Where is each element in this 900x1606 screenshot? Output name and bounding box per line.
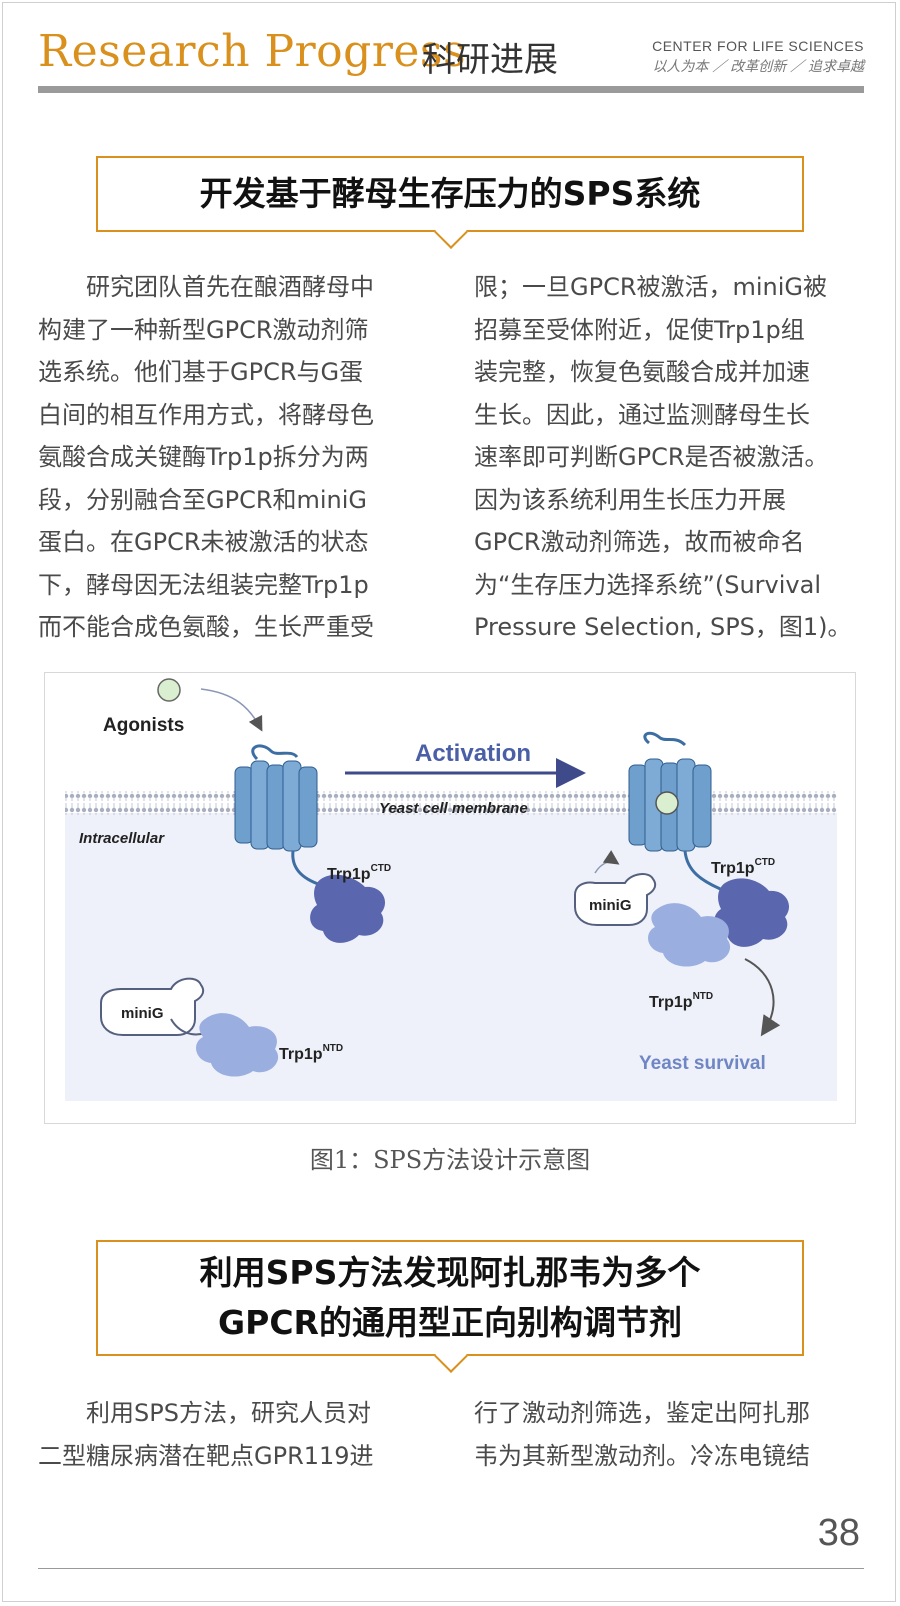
header-rule [38, 86, 864, 93]
page-number: 38 [817, 1512, 860, 1554]
text-line: 装完整，恢复色氨酸合成并加速 [474, 358, 810, 386]
text-line: 行了激动剂筛选，鉴定出阿扎那 [474, 1399, 810, 1427]
trp1p-ntd-label-active: Trp1pNTD [649, 991, 713, 1011]
header-org-block: CENTER FOR LIFE SCIENCES 以人为本 ／ 改革创新 ／ 追… [652, 38, 864, 76]
text-line: 而不能合成色氨酸，生长严重受 [38, 613, 374, 641]
minig-recruit-arrow [594, 850, 620, 874]
text-line: GPCR激动剂筛选，故而被命名 [474, 528, 805, 556]
trp1p-ctd-label-active: Trp1pCTD [711, 857, 775, 877]
text-line: 蛋白。在GPCR未被激活的状态 [38, 528, 369, 556]
ctd-superscript: CTD [371, 863, 392, 874]
intracellular-label: Intracellular [79, 830, 165, 847]
footer-rule [38, 1568, 864, 1569]
receptor-inactive-icon [234, 744, 322, 887]
ntd-superscript-active: NTD [693, 991, 714, 1002]
section1-heading: 开发基于酵母生存压力的SPS系统 [96, 156, 804, 249]
header-title-cn: 科研进展 [422, 40, 558, 80]
membrane-label: Yeast cell membrane [379, 800, 528, 817]
minig-shape [100, 977, 205, 1036]
text-line: 选系统。他们基于GPCR与G蛋 [38, 358, 364, 386]
membrane-upper-leaflet [65, 791, 837, 801]
minig-label-active: miniG [589, 897, 632, 914]
section1-left-column: 研究团队首先在酿酒酵母中 构建了一种新型GPCR激动剂筛 选系统。他们基于GPC… [38, 266, 438, 649]
text-line: 韦为其新型激动剂。冷冻电镜结 [474, 1441, 810, 1470]
text-line: 利用SPS方法，研究人员对 [38, 1399, 371, 1427]
trp1p-ntd-blob-active [648, 903, 731, 967]
trp1p-ntd-name: Trp1p [279, 1046, 323, 1063]
bound-agonist-icon [655, 791, 679, 815]
sps-diagram: Agonists Activation Yeast cell membrane … [65, 678, 837, 1101]
text-line: 因为该系统利用生长压力开展 [474, 485, 786, 514]
text-line: 氨酸合成关键酶Trp1p拆分为两 [38, 443, 369, 471]
trp1p-ctd-label: Trp1pCTD [327, 863, 391, 883]
figure-1: Agonists Activation Yeast cell membrane … [44, 672, 856, 1124]
trp1p-ctd-name: Trp1p [327, 866, 371, 883]
survival-arrow [744, 958, 781, 1037]
trp1p-ctd-blob [310, 874, 386, 943]
header-org: CENTER FOR LIFE SCIENCES [652, 38, 864, 54]
agonist-binding-arrow [200, 688, 263, 732]
figure-caption: 图1：SPS方法设计示意图 [309, 1146, 591, 1174]
agonists-label: Agonists [103, 715, 184, 736]
ntd-superscript: NTD [323, 1043, 344, 1054]
agonist-icon [157, 678, 181, 702]
section2-heading: 利用SPS方法发现阿扎那韦为多个 GPCR的通用型正向别构调节剂 [96, 1240, 804, 1373]
header-title-en: Research Progress [38, 26, 467, 77]
section2-right-column: 行了激动剂筛选，鉴定出阿扎那 韦为其新型激动剂。冷冻电镜结 [474, 1392, 868, 1477]
text-line: 速率即可判断GPCR是否被激活。 [474, 443, 829, 471]
header-motto: 以人为本 ／ 改革创新 ／ 追求卓越 [652, 58, 864, 74]
text-line: 研究团队首先在酿酒酵母中 [38, 273, 374, 301]
text-line: 限；一旦GPCR被激活，miniG被 [474, 273, 828, 301]
yeast-survival-label: Yeast survival [639, 1053, 766, 1074]
text-line: 白间的相互作用方式，将酵母色 [38, 400, 374, 429]
trp1p-ctd-name-active: Trp1p [711, 860, 755, 877]
trp1p-ntd-label: Trp1pNTD [279, 1043, 343, 1063]
text-line: 生长。因此，通过监测酵母生长 [474, 400, 810, 429]
trp1p-ctd-blob-active [714, 878, 790, 947]
text-line: 二型糖尿病潜在靶点GPR119进 [38, 1441, 374, 1470]
text-line: 下，酵母因无法组装完整Trp1p [38, 570, 369, 599]
trp1p-ntd-name-active: Trp1p [649, 994, 693, 1011]
section2-left-column: 利用SPS方法，研究人员对 二型糖尿病潜在靶点GPR119进 [38, 1392, 438, 1477]
text-line: 构建了一种新型GPCR激动剂筛 [38, 315, 369, 344]
minig-shape-active [574, 873, 657, 926]
section1-right-column: 限；一旦GPCR被激活，miniG被 招募至受体附近，促使Trp1p组 装完整，… [474, 266, 868, 649]
trp1p-ntd-blob [196, 1013, 279, 1077]
text-line: 段，分别融合至GPCR和miniG [38, 485, 368, 514]
ctd-superscript-active: CTD [755, 857, 776, 868]
text-line: Pressure Selection, SPS，图1)。 [474, 613, 852, 641]
text-line: 为“生存压力选择系统”(Survival [474, 570, 821, 599]
minig-label: miniG [121, 1005, 164, 1022]
section1-heading-text: 开发基于酵母生存压力的SPS系统 [199, 174, 701, 213]
receptor-active-icon [628, 731, 726, 893]
section2-heading-line2: GPCR的通用型正向别构调节剂 [218, 1303, 682, 1342]
activation-label: Activation [415, 740, 531, 767]
section2-heading-line1: 利用SPS方法发现阿扎那韦为多个 [199, 1253, 701, 1292]
text-line: 招募至受体附近，促使Trp1p组 [474, 315, 805, 344]
